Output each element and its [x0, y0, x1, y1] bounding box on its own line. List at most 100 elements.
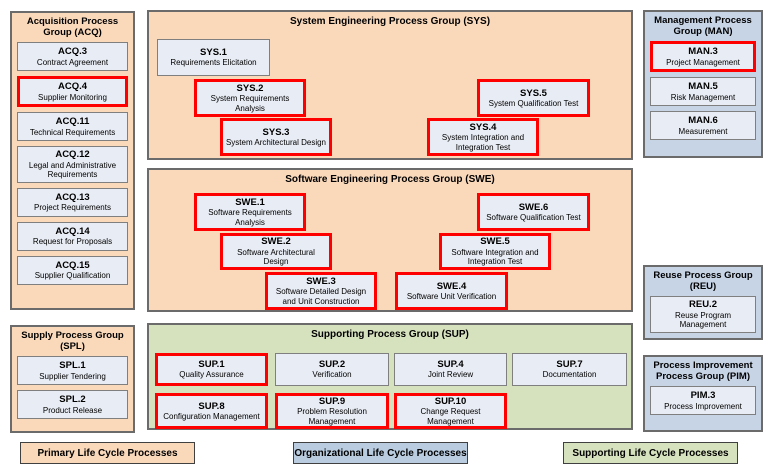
process-acq-13: ACQ.13 Project Requirements — [17, 187, 128, 217]
process-id: SWE.2 — [261, 236, 291, 248]
process-man-6: MAN.6 Measurement — [650, 111, 756, 141]
process-label: System Qualification Test — [488, 98, 579, 108]
group-process-improvement: Process Improvement Process Group (PIM) … — [643, 355, 763, 432]
process-swe-4: SWE.4 Software Unit Verification — [395, 272, 508, 310]
process-id: SUP.10 — [434, 395, 467, 407]
process-id: ACQ.13 — [55, 191, 90, 203]
process-label: Configuration Management — [163, 411, 260, 421]
process-sys-2: SYS.2 System Requirements Analysis — [194, 79, 306, 117]
process-id: MAN.5 — [688, 81, 718, 93]
process-sup-9: SUP.9 Problem Resolution Management — [275, 393, 389, 429]
legend-organizational-life-cycle: Organizational Life Cycle Processes — [293, 442, 468, 464]
process-label: Software Requirements Analysis — [208, 208, 292, 227]
process-id: SUP.2 — [318, 359, 346, 371]
process-label: Supplier Tendering — [39, 371, 106, 381]
process-label: Verification — [312, 370, 352, 380]
process-sys-5: SYS.5 System Qualification Test — [477, 79, 590, 117]
process-id: REU.2 — [689, 299, 717, 311]
process-id: SWE.1 — [235, 196, 265, 208]
group-reuse: Reuse Process Group (REU) REU.2 Reuse Pr… — [643, 265, 763, 340]
reu-item-stack: REU.2 Reuse Program Management — [645, 294, 761, 337]
process-swe-2: SWE.2 Software Architectural Design — [220, 233, 332, 270]
process-sys-3: SYS.3 System Architectural Design — [220, 118, 332, 156]
process-acq-15: ACQ.15 Supplier Qualification — [17, 255, 128, 285]
process-id: SYS.1 — [200, 47, 227, 59]
process-label: Software Integration and Integration Tes… — [451, 247, 539, 267]
group-title-spl: Supply Process Group (SPL) — [21, 330, 124, 353]
group-title-swe: Software Engineering Process Group (SWE) — [285, 174, 495, 185]
process-label: Documentation — [542, 370, 597, 380]
group-title-pim: Process Improvement Process Group (PIM) — [653, 360, 753, 383]
process-spl-2: SPL.2 Product Release — [17, 390, 128, 420]
process-sup-10: SUP.10 Change Request Management — [394, 393, 507, 429]
process-sup-1: SUP.1 Quality Assurance — [155, 353, 268, 386]
process-id: ACQ.12 — [55, 149, 90, 161]
process-reu-2: REU.2 Reuse Program Management — [650, 296, 756, 333]
process-id: SWE.6 — [518, 201, 549, 213]
process-id: SYS.2 — [236, 82, 264, 94]
process-id: MAN.6 — [688, 115, 718, 127]
process-acq-3: ACQ.3 Contract Agreement — [17, 42, 128, 72]
process-label: Process Improvement — [664, 401, 742, 411]
process-man-5: MAN.5 Risk Management — [650, 77, 756, 107]
process-id: ACQ.14 — [55, 225, 90, 237]
group-software-engineering: Software Engineering Process Group (SWE)… — [147, 168, 633, 312]
process-label: Software Detailed Design and Unit Constr… — [275, 287, 367, 306]
process-pim-3: PIM.3 Process Improvement — [650, 386, 756, 416]
process-label: Problem Resolution Management — [297, 407, 367, 426]
process-id: SPL.1 — [59, 360, 86, 372]
process-label: Supplier Qualification — [34, 270, 111, 280]
process-label: Measurement — [678, 126, 728, 136]
process-id: SWE.5 — [480, 236, 510, 248]
process-swe-3: SWE.3 Software Detailed Design and Unit … — [265, 272, 377, 310]
pim-item-stack: PIM.3 Process Improvement — [645, 384, 761, 420]
process-id: PIM.3 — [690, 390, 716, 402]
process-id: ACQ.15 — [55, 259, 90, 271]
process-acq-12: ACQ.12 Legal and Administrative Requirem… — [17, 146, 128, 183]
process-label: Software Architectural Design — [237, 247, 315, 267]
group-title-sup: Supporting Process Group (SUP) — [311, 329, 469, 340]
group-supporting: Supporting Process Group (SUP) SUP.1 Qua… — [147, 323, 633, 430]
process-label: Project Management — [666, 57, 740, 67]
group-title-sys: System Engineering Process Group (SYS) — [289, 16, 491, 27]
process-id: SYS.3 — [262, 126, 290, 138]
process-label: Software Qualification Test — [486, 212, 581, 222]
legend-supporting-life-cycle: Supporting Life Cycle Processes — [563, 442, 738, 464]
process-label: Quality Assurance — [179, 370, 244, 380]
process-label: Supplier Monitoring — [38, 92, 107, 102]
process-id: ACQ.11 — [55, 116, 90, 128]
process-man-3: MAN.3 Project Management — [650, 41, 756, 73]
process-id: SPL.2 — [59, 394, 86, 406]
process-label: Reuse Program Management — [674, 310, 732, 330]
group-management: Management Process Group (MAN) MAN.3 Pro… — [643, 10, 763, 158]
process-sup-4: SUP.4 Joint Review — [394, 353, 507, 386]
spl-item-stack: SPL.1 Supplier Tendering SPL.2 Product R… — [12, 354, 133, 424]
process-acq-4: ACQ.4 Supplier Monitoring — [17, 76, 128, 108]
process-id: SYS.5 — [520, 87, 547, 99]
process-id: SUP.7 — [556, 359, 583, 371]
process-label: Product Release — [42, 405, 103, 415]
process-sup-2: SUP.2 Verification — [275, 353, 389, 386]
process-sup-8: SUP.8 Configuration Management — [155, 393, 268, 429]
process-acq-11: ACQ.11 Technical Requirements — [17, 112, 128, 142]
process-id: ACQ.4 — [57, 81, 88, 93]
legend-primary-life-cycle: Primary Life Cycle Processes — [20, 442, 195, 464]
process-swe-5: SWE.5 Software Integration and Integrati… — [439, 233, 551, 270]
process-label: System Requirements Analysis — [210, 94, 290, 113]
process-swe-6: SWE.6 Software Qualification Test — [477, 193, 590, 231]
process-id: SWE.4 — [436, 280, 467, 292]
acq-item-stack: ACQ.3 Contract Agreement ACQ.4 Supplier … — [12, 40, 133, 289]
process-acq-14: ACQ.14 Request for Proposals — [17, 221, 128, 251]
process-label: Software Unit Verification — [406, 291, 497, 301]
group-supply: Supply Process Group (SPL) SPL.1 Supplie… — [10, 325, 135, 433]
process-label: System Integration and Integration Test — [441, 133, 525, 152]
process-label: Project Requirements — [34, 202, 111, 212]
process-sys-1: SYS.1 Requirements Elicitation — [157, 39, 270, 76]
group-title-man: Management Process Group (MAN) — [654, 15, 752, 38]
process-id: SWE.3 — [306, 275, 336, 287]
process-label: Contract Agreement — [36, 57, 109, 67]
process-id: SUP.9 — [318, 395, 346, 407]
process-label: Legal and Administrative Requirements — [28, 160, 117, 180]
process-label: Technical Requirements — [29, 127, 116, 137]
